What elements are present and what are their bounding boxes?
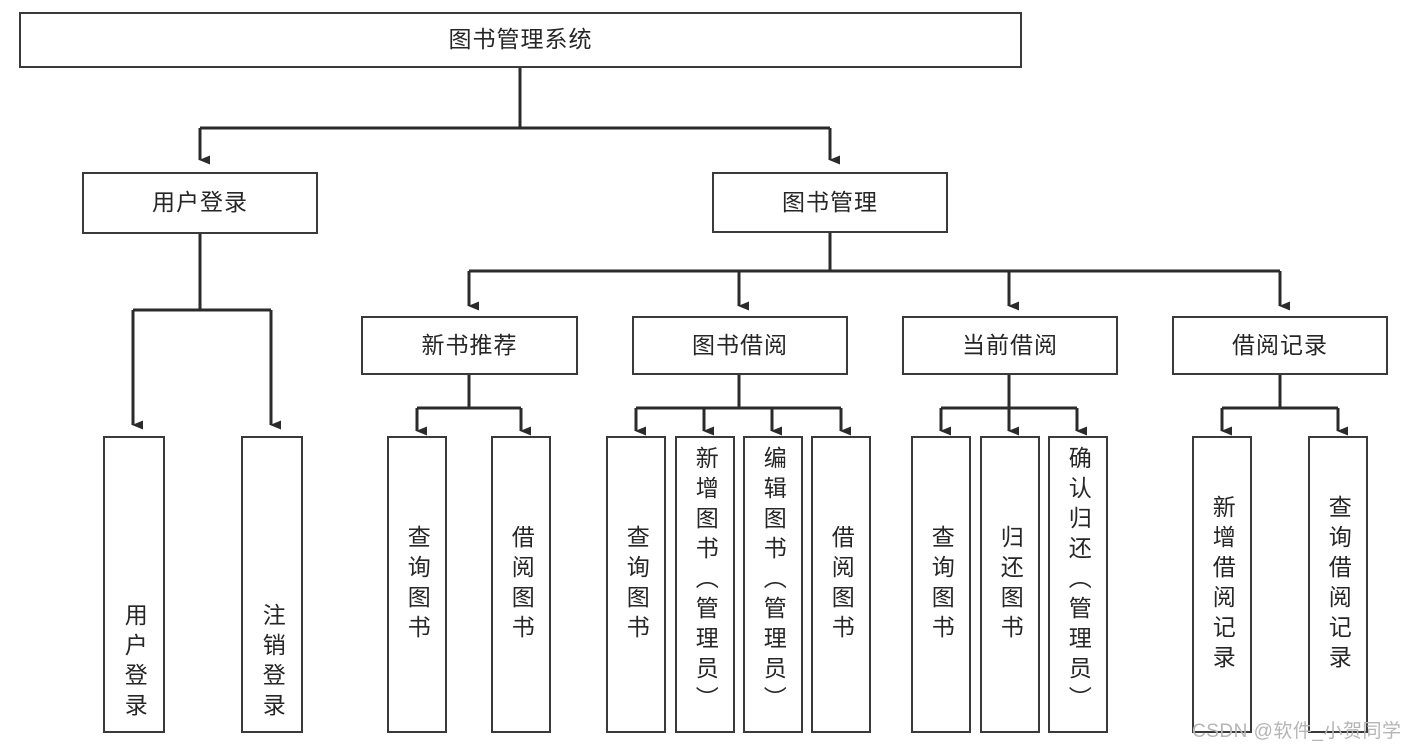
leaf-label: 查询借阅记录: [1325, 494, 1352, 675]
leaf-label: 借阅图书: [828, 524, 855, 645]
node-label: 借阅记录: [1232, 331, 1328, 358]
leaf-add-borrow-record[interactable]: 新增借阅记录: [1192, 436, 1252, 733]
leaf-label: 用户登录: [121, 603, 148, 723]
node-new-book-recommendation[interactable]: 新书推荐: [361, 316, 578, 375]
leaf-confirm-return-admin[interactable]: 确认归还（管理员）: [1048, 436, 1108, 733]
leaf-borrow-book-borrowing[interactable]: 借阅图书: [811, 436, 871, 733]
leaf-label: 借阅图书: [508, 524, 535, 645]
leaf-return-book[interactable]: 归还图书: [980, 436, 1040, 733]
leaf-edit-book-admin[interactable]: 编辑图书（管理员）: [743, 436, 803, 733]
leaf-label: 注销登录: [259, 603, 286, 723]
node-book-management[interactable]: 图书管理: [712, 172, 948, 233]
leaf-add-book-admin[interactable]: 新增图书（管理员）: [675, 436, 735, 733]
leaf-query-book-newbook[interactable]: 查询图书: [387, 436, 447, 733]
leaf-user-login[interactable]: 用户登录: [103, 436, 165, 733]
node-library-management-system[interactable]: 图书管理系统: [19, 12, 1022, 68]
node-label: 图书借阅: [692, 331, 788, 358]
leaf-query-book-current[interactable]: 查询图书: [911, 436, 971, 733]
leaf-logout[interactable]: 注销登录: [241, 436, 303, 733]
leaf-label: 归还图书: [997, 524, 1024, 645]
node-label: 用户登录: [152, 189, 248, 216]
leaf-borrow-book-newbook[interactable]: 借阅图书: [491, 436, 551, 733]
leaf-label: 新增借阅记录: [1209, 494, 1236, 675]
leaf-label: 新增图书（管理员）: [692, 446, 719, 716]
node-label: 新书推荐: [421, 331, 518, 358]
node-label: 图书管理系统: [448, 26, 593, 53]
node-label: 图书管理: [782, 188, 878, 215]
leaf-label: 查询图书: [404, 524, 431, 645]
leaf-label: 确认归还（管理员）: [1065, 446, 1092, 716]
node-user-login[interactable]: 用户登录: [82, 172, 318, 234]
node-borrowing-record[interactable]: 借阅记录: [1172, 316, 1388, 375]
leaf-query-borrow-record[interactable]: 查询借阅记录: [1308, 436, 1368, 733]
node-current-borrowing[interactable]: 当前借阅: [902, 316, 1118, 375]
node-label: 当前借阅: [962, 331, 1058, 358]
leaf-label: 查询图书: [928, 524, 955, 645]
leaf-query-book-borrowing[interactable]: 查询图书: [606, 436, 666, 733]
leaf-label: 编辑图书（管理员）: [760, 446, 787, 716]
node-book-borrowing[interactable]: 图书借阅: [632, 316, 848, 375]
leaf-label: 查询图书: [623, 524, 650, 645]
